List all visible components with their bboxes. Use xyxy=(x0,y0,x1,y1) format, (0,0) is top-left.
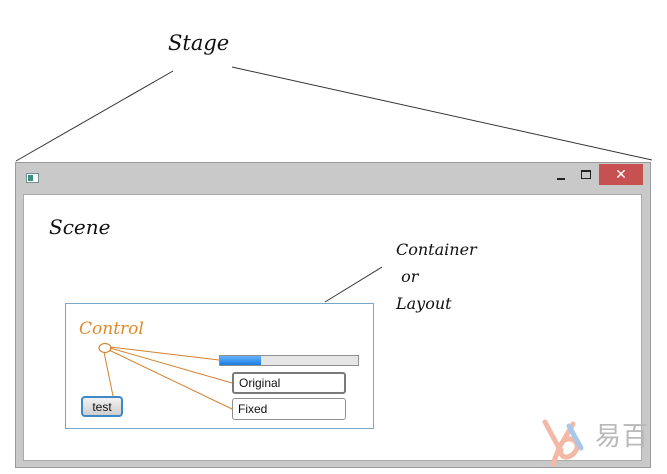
layout-container xyxy=(65,303,374,429)
control-label: Control xyxy=(79,319,144,339)
watermark-logo-text: 易百 xyxy=(595,422,650,452)
stage-label: Stage xyxy=(168,31,230,55)
app-icon xyxy=(26,173,39,183)
stage-line-right xyxy=(231,66,653,161)
scene-label: Scene xyxy=(49,215,111,239)
window-titlebar[interactable]: ✕ xyxy=(16,163,650,194)
progress-bar-fill xyxy=(220,356,262,365)
original-text-field[interactable] xyxy=(232,372,346,394)
fixed-text-field[interactable] xyxy=(232,398,346,420)
stage-line-left xyxy=(15,70,174,162)
minimize-button[interactable] xyxy=(547,165,575,186)
container-layout-label: Container or Layout xyxy=(396,240,477,313)
watermark-mark-accent xyxy=(566,423,584,451)
test-button[interactable]: test xyxy=(81,396,123,417)
close-icon: ✕ xyxy=(615,166,627,183)
maximize-button[interactable] xyxy=(572,164,600,185)
progress-bar xyxy=(219,355,359,366)
watermark-logo xyxy=(542,419,584,467)
close-button[interactable]: ✕ xyxy=(599,164,643,185)
